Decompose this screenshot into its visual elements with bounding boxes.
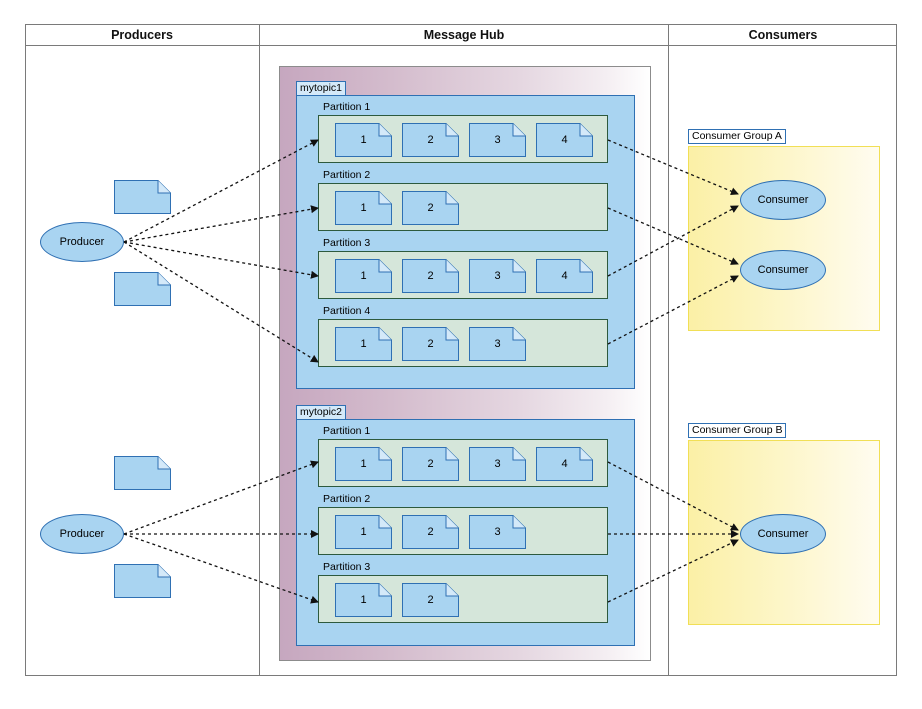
message-offset: 1 xyxy=(360,526,367,538)
message-document: 4 xyxy=(536,259,593,293)
message-offset: 3 xyxy=(494,270,501,282)
message-offset: 1 xyxy=(360,202,367,214)
consumer-node: Consumer xyxy=(740,180,826,220)
diagram-frame xyxy=(25,24,897,676)
message-document: 2 xyxy=(402,259,459,293)
partition-label: Partition 3 xyxy=(323,237,371,249)
message-offset: 3 xyxy=(494,338,501,350)
message-document: 1 xyxy=(335,191,392,225)
message-document: 2 xyxy=(402,447,459,481)
message-document: 4 xyxy=(536,447,593,481)
message-document xyxy=(114,272,171,306)
message-offset: 2 xyxy=(427,594,434,606)
topic-name-label: mytopic2 xyxy=(296,405,347,420)
message-document: 2 xyxy=(402,123,459,157)
message-document: 2 xyxy=(402,327,459,361)
message-document: 3 xyxy=(469,259,526,293)
producer-node: Producer xyxy=(40,222,124,262)
column-divider xyxy=(259,24,260,676)
partition-label: Partition 2 xyxy=(323,493,371,505)
message-offset: 4 xyxy=(561,134,568,146)
message-offset: 2 xyxy=(427,270,434,282)
topic-name-label: mytopic1 xyxy=(296,81,347,96)
consumers-column-header: Consumers xyxy=(669,24,897,46)
consumer-group-b-label: Consumer Group B xyxy=(688,423,787,438)
message-document: 1 xyxy=(335,123,392,157)
message-document: 1 xyxy=(335,259,392,293)
message-document: 1 xyxy=(335,515,392,549)
message-document: 1 xyxy=(335,447,392,481)
message-offset: 1 xyxy=(360,338,367,350)
message-offset: 2 xyxy=(427,526,434,538)
message-offset: 1 xyxy=(360,458,367,470)
message-document: 1 xyxy=(335,327,392,361)
message-document: 2 xyxy=(402,191,459,225)
message-offset: 4 xyxy=(561,270,568,282)
message-document: 2 xyxy=(402,515,459,549)
consumer-group-a xyxy=(688,146,880,331)
message-offset: 1 xyxy=(360,594,367,606)
partition-label: Partition 1 xyxy=(323,101,371,113)
consumer-node: Consumer xyxy=(740,514,826,554)
message-offset: 2 xyxy=(427,338,434,350)
message-document xyxy=(114,564,171,598)
producer-node: Producer xyxy=(40,514,124,554)
message-document: 2 xyxy=(402,583,459,617)
message-offset: 1 xyxy=(360,134,367,146)
message-offset: 4 xyxy=(561,458,568,470)
consumer-node: Consumer xyxy=(740,250,826,290)
message-document: 4 xyxy=(536,123,593,157)
message-offset: 3 xyxy=(494,526,501,538)
message-document: 1 xyxy=(335,583,392,617)
message-document: 3 xyxy=(469,515,526,549)
message-offset: 1 xyxy=(360,270,367,282)
message-offset: 3 xyxy=(494,458,501,470)
message-document xyxy=(114,180,171,214)
message-offset: 2 xyxy=(427,202,434,214)
partition-label: Partition 1 xyxy=(323,425,371,437)
message-document: 3 xyxy=(469,447,526,481)
message-offset: 2 xyxy=(427,458,434,470)
message-document: 3 xyxy=(469,327,526,361)
message-hub-column-header: Message Hub xyxy=(260,24,668,46)
column-divider xyxy=(668,24,669,676)
partition-label: Partition 3 xyxy=(323,561,371,573)
message-document xyxy=(114,456,171,490)
message-offset: 2 xyxy=(427,134,434,146)
partition-label: Partition 4 xyxy=(323,305,371,317)
producers-column-header: Producers xyxy=(25,24,259,46)
partition-label: Partition 2 xyxy=(323,169,371,181)
consumer-group-a-label: Consumer Group A xyxy=(688,129,786,144)
message-document: 3 xyxy=(469,123,526,157)
message-offset: 3 xyxy=(494,134,501,146)
